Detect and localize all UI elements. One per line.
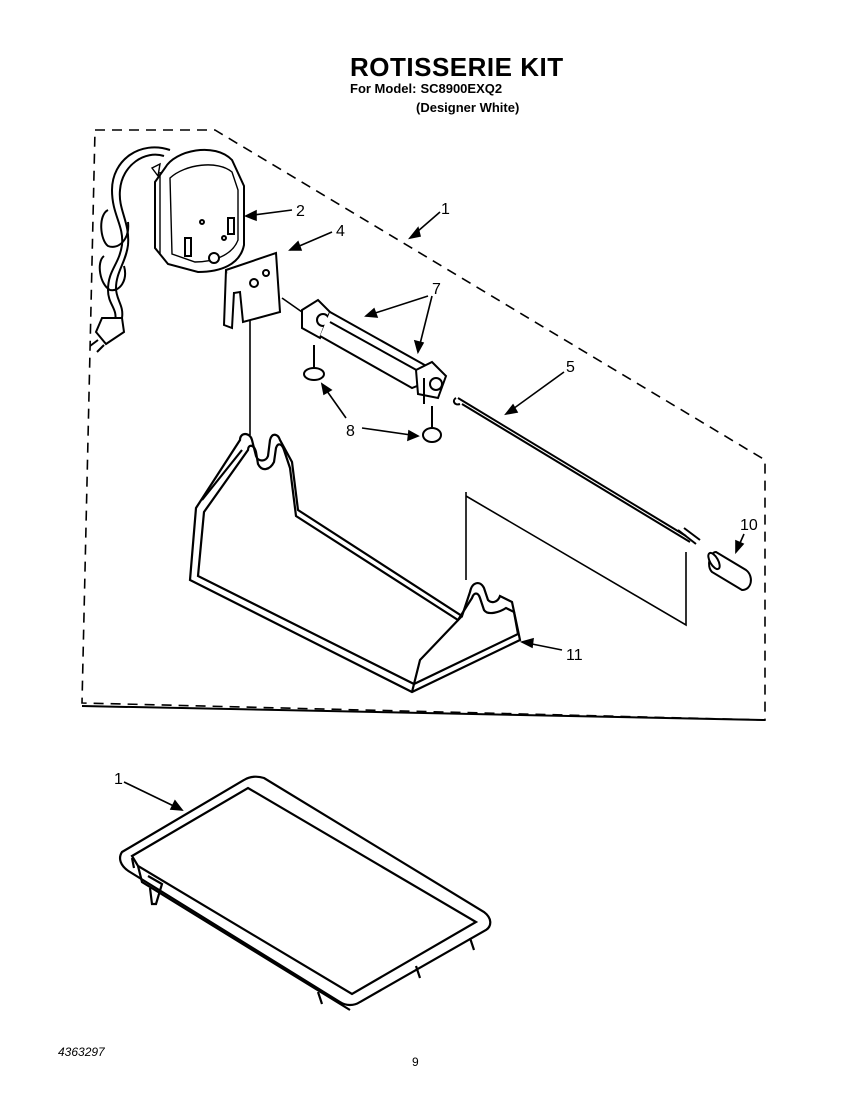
spit-part: [452, 397, 701, 545]
spit-support-part: [301, 298, 448, 404]
model-label: For Model:: [350, 81, 417, 96]
callout-spit: 5: [566, 359, 575, 376]
screw-part: [303, 345, 442, 443]
rack-part: [188, 432, 522, 694]
model-line: For Model:SC8900EXQ2: [350, 81, 502, 96]
callout-rack: 11: [566, 647, 583, 664]
callout-screw: 8: [346, 423, 355, 440]
motor-part: [150, 148, 245, 274]
drip-pan-part: [119, 775, 492, 1011]
power-cord: [89, 146, 171, 353]
callout-handle: 10: [740, 517, 758, 534]
model-variant: (Designer White): [416, 100, 520, 115]
doc-number: 4363297: [58, 1045, 105, 1059]
callout-motor: 2: [296, 203, 305, 220]
guide-lines: [249, 297, 687, 627]
handle-part: [707, 550, 752, 592]
kit-boundary: [81, 129, 766, 721]
callout-spit-support: 7: [432, 281, 441, 298]
page-title: ROTISSERIE KIT: [350, 52, 564, 82]
model-number: SC8900EXQ2: [420, 81, 503, 96]
callout-pan: 1: [114, 771, 123, 788]
callout-kit: 1: [441, 201, 450, 218]
page-number: 9: [412, 1055, 419, 1069]
bracket-part: [222, 251, 282, 330]
leader-lines: [123, 209, 745, 811]
separator-line: [81, 705, 766, 721]
callout-bracket: 4: [336, 223, 345, 240]
